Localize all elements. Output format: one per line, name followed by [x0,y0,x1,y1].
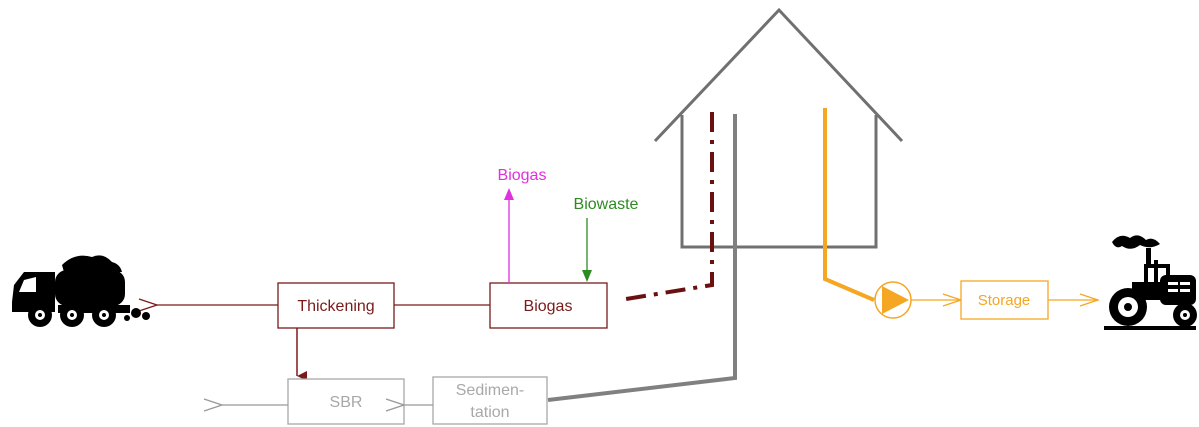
storage-box: Storage [960,280,1049,320]
greywater-pipe [547,114,737,402]
pump-icon [874,281,912,319]
sbr-box-label: SBR [330,394,363,411]
sbr-box: SBR [287,378,405,425]
tractor-icon [1104,235,1197,330]
house [653,7,904,249]
sedimentation-box-label-line1: Sedimen- [456,382,524,399]
storage-box-label: Storage [978,292,1031,309]
sedimentation-box: Sedimen- tation [432,376,548,425]
thickening-box-label: Thickening [297,298,374,315]
biowaste-input: Biowaste [574,196,639,282]
thickening-box: Thickening [277,282,395,329]
biogas-box-label: Biogas [524,298,573,315]
urine-pipe [823,108,875,302]
biogas-box: Biogas [489,282,608,329]
tanker-truck-icon [12,255,150,327]
biowaste-input-label: Biowaste [574,196,639,213]
sedimentation-box-label-line2: tation [470,404,509,421]
biogas-output-label: Biogas [498,167,547,184]
biogas-output: Biogas [498,167,547,283]
blackwater-pipe [619,112,714,302]
